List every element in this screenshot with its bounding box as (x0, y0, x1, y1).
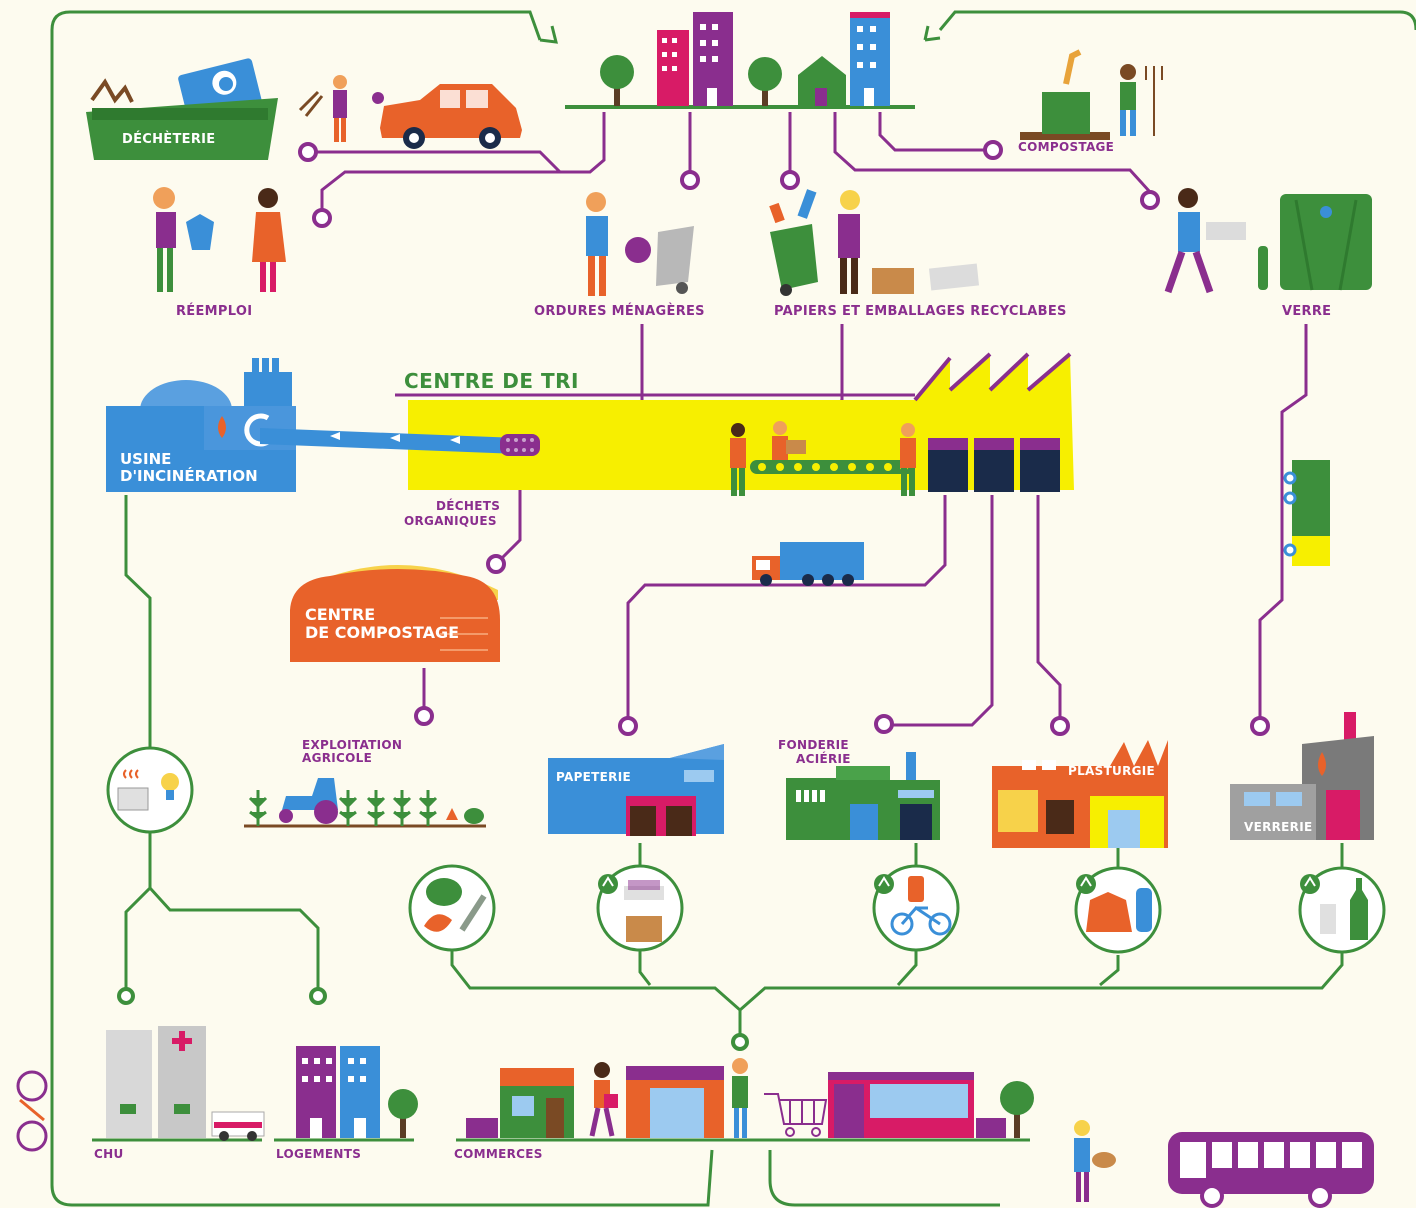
label-compostage: COMPOSTAGE (1018, 140, 1115, 154)
worker-icon (730, 423, 746, 496)
compost-bin-icon (1020, 49, 1163, 140)
outer-loop (50, 10, 1416, 1207)
product-circle-paper (596, 864, 684, 952)
label-verrerie: VERRERIE (1244, 820, 1313, 834)
label-centre-de-tri: CENTRE DE TRI (404, 369, 579, 393)
building-icon (657, 12, 733, 106)
radiator-icon (117, 769, 149, 811)
person-icon (298, 75, 347, 142)
person-icon (589, 1062, 618, 1137)
verre-icon (1164, 188, 1372, 294)
plasturgie-building (992, 740, 1168, 848)
label-papeterie: PAPETERIE (556, 770, 631, 784)
centre-tri-building (408, 352, 1074, 496)
energy-circle (106, 746, 194, 834)
product-circle-metal (872, 864, 960, 952)
label-logements: LOGEMENTS (276, 1147, 362, 1161)
tree-icon (388, 1089, 418, 1138)
arrow-heads (539, 25, 941, 44)
papiers-bin-icon (769, 189, 980, 296)
green-network (124, 495, 1344, 1036)
person-icon (732, 1058, 748, 1138)
hospital-building (106, 1026, 265, 1141)
compost-centre-dome (290, 565, 500, 662)
tree-icon (600, 55, 634, 106)
bicycle-icon (890, 906, 952, 936)
worker-icon (772, 421, 806, 460)
ambulance-icon (211, 1111, 265, 1141)
decheterie-container-icon (86, 58, 278, 160)
papeterie-building (548, 744, 724, 836)
person-icon (1074, 1120, 1116, 1202)
verrerie-building (1230, 712, 1374, 840)
label-decheterie: DÉCHÈTERIE (122, 132, 216, 147)
car-icon (372, 84, 522, 149)
label-fonderie-line2: ACIÉRIE (796, 752, 851, 766)
label-exploitation-line2: AGRICOLE (302, 751, 373, 765)
label-plasturgie: PLASTURGIE (1068, 764, 1156, 778)
label-dechets-line2: ORGANIQUES (404, 514, 497, 528)
label-papiers-emballages: PAPIERS ET EMBALLAGES RECYCLABES (774, 304, 1067, 319)
housing-buildings (296, 1046, 418, 1138)
bus-icon (1168, 1132, 1374, 1208)
recycle-icon (1076, 874, 1096, 894)
green-connector-dots (117, 987, 749, 1051)
label-centre-compostage-line2: DE COMPOSTAGE (305, 623, 460, 642)
top-city (565, 12, 915, 109)
label-usine-line2: D'INCINÉRATION (120, 467, 258, 485)
recycle-icon (1300, 874, 1320, 894)
label-fonderie-line1: FONDERIE (778, 738, 849, 752)
ordures-person-icon (586, 192, 694, 296)
product-circle-plastic (1074, 866, 1162, 954)
tree-icon (1000, 1081, 1034, 1138)
product-circle-glass (1298, 866, 1386, 954)
lightbulb-icon (161, 773, 179, 800)
farm-field-icon (244, 778, 486, 828)
tree-icon (748, 57, 782, 106)
recycle-icon (598, 874, 618, 894)
fonderie-building (786, 752, 940, 840)
product-circle-vegetables (408, 864, 496, 952)
bicycle-icon (16, 1070, 48, 1152)
label-exploitation-line1: EXPLOITATION (302, 738, 403, 752)
label-chu: CHU (94, 1147, 124, 1161)
worker-icon (900, 423, 916, 496)
building-icon (850, 12, 890, 106)
commerces-shops (466, 1058, 1034, 1138)
reemploi-people-icon (153, 187, 286, 292)
label-commerces: COMMERCES (454, 1147, 543, 1161)
truck-icon (752, 542, 864, 586)
house-icon (798, 56, 846, 106)
label-usine-line1: USINE (120, 450, 172, 468)
recycle-icon (874, 874, 894, 894)
label-ordures-menageres: ORDURES MÉNAGÈRES (534, 304, 705, 319)
label-reemploi: RÉEMPLOI (176, 304, 253, 319)
shopping-cart-icon (764, 1093, 828, 1137)
glass-truck-icon (1283, 460, 1330, 566)
label-verre: VERRE (1282, 304, 1332, 319)
label-dechets-line1: DÉCHETS (436, 499, 501, 513)
label-centre-compostage-line1: CENTRE (305, 605, 376, 624)
incineration-plant (106, 358, 540, 492)
